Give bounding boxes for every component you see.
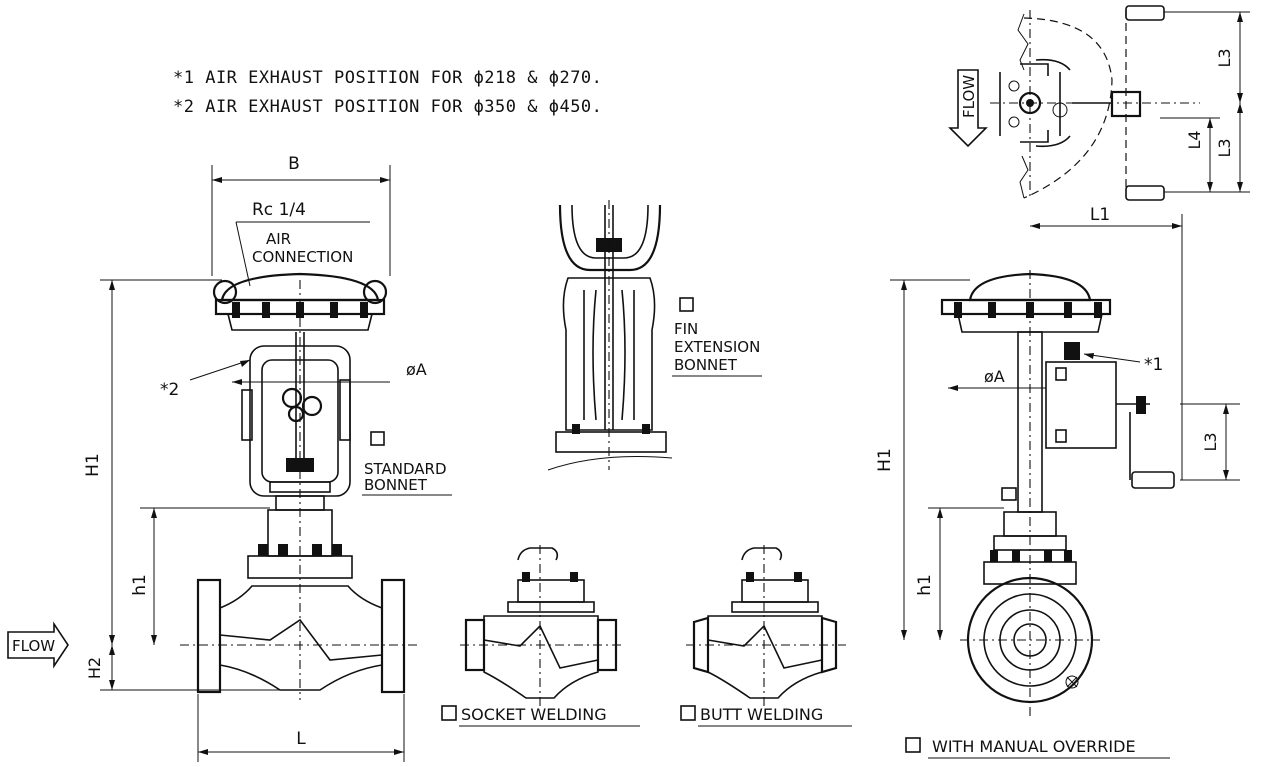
flow-arrow-top xyxy=(948,69,988,148)
fin-extension-checkbox[interactable] xyxy=(679,297,694,312)
dim-label-h2: H2 xyxy=(85,657,104,679)
standard-valve-view xyxy=(180,272,420,700)
flow-arrow-left xyxy=(7,621,69,669)
manual-override-top-view: L3 L3 L4 FLOW xyxy=(948,5,1250,201)
butt-welding-label: BUTT WELDING xyxy=(700,705,823,724)
flow-label-left: FLOW xyxy=(12,637,55,655)
note-air-exhaust-1: *1 AIR EXHAUST POSITION FOR ϕ218 & ϕ270. xyxy=(173,68,603,88)
dim-label-b: B xyxy=(288,154,300,174)
dim-label-phi-a-left: øA xyxy=(406,360,427,379)
dim-label-h1-small-right: h1 xyxy=(915,574,935,596)
socket-welding-label: SOCKET WELDING xyxy=(461,705,607,724)
fin-extension-bonnet-view: FIN EXTENSION BONNET xyxy=(547,200,762,471)
dimension-lines-left: B Rc 1/4 AIR CONNECTION H1 h1 H2 L øA *2… xyxy=(7,154,452,762)
air-exhaust-marker-1: *1 xyxy=(1144,355,1163,375)
note-air-exhaust-2: *2 AIR EXHAUST POSITION FOR ϕ350 & ϕ450. xyxy=(173,97,603,117)
dim-label-h1-right: H1 xyxy=(875,448,895,472)
dim-label-l1: L1 xyxy=(1090,205,1110,225)
dim-label-l3-top-lower: L3 xyxy=(1215,138,1234,157)
dim-label-l3-side: L3 xyxy=(1201,432,1220,451)
air-label: AIR xyxy=(266,230,291,248)
dim-label-h1-small: h1 xyxy=(130,574,150,596)
dim-label-l: L xyxy=(296,729,306,749)
butt-welding-view: BUTT WELDING xyxy=(680,545,852,727)
fin-label-1: FIN xyxy=(674,320,698,338)
air-connection-label: CONNECTION xyxy=(252,248,353,266)
socket-welding-checkbox[interactable] xyxy=(441,705,457,721)
dim-label-l4: L4 xyxy=(1185,130,1204,149)
standard-bonnet-label-2: BONNET xyxy=(364,476,428,494)
dim-label-phi-a-right: øA xyxy=(984,367,1005,386)
manual-override-checkbox[interactable] xyxy=(905,737,921,753)
standard-bonnet-label-1: STANDARD xyxy=(364,460,447,478)
flow-label-top: FLOW xyxy=(960,75,978,118)
standard-bonnet-checkbox[interactable] xyxy=(370,431,385,446)
butt-welding-checkbox[interactable] xyxy=(680,705,696,721)
fin-label-2: EXTENSION xyxy=(674,338,760,356)
dim-label-h1: H1 xyxy=(83,453,103,477)
manual-override-side-view: L1 H1 h1 øA *1 L3 WITH MANUAL OVERRIDE xyxy=(875,205,1240,759)
dim-label-l3-top-upper: L3 xyxy=(1215,48,1234,67)
socket-welding-view: SOCKET WELDING xyxy=(441,545,640,727)
air-exhaust-marker-2: *2 xyxy=(160,380,179,400)
manual-override-label: WITH MANUAL OVERRIDE xyxy=(932,737,1136,756)
rc-label: Rc 1/4 xyxy=(252,200,306,220)
fin-label-3: BONNET xyxy=(674,356,738,374)
